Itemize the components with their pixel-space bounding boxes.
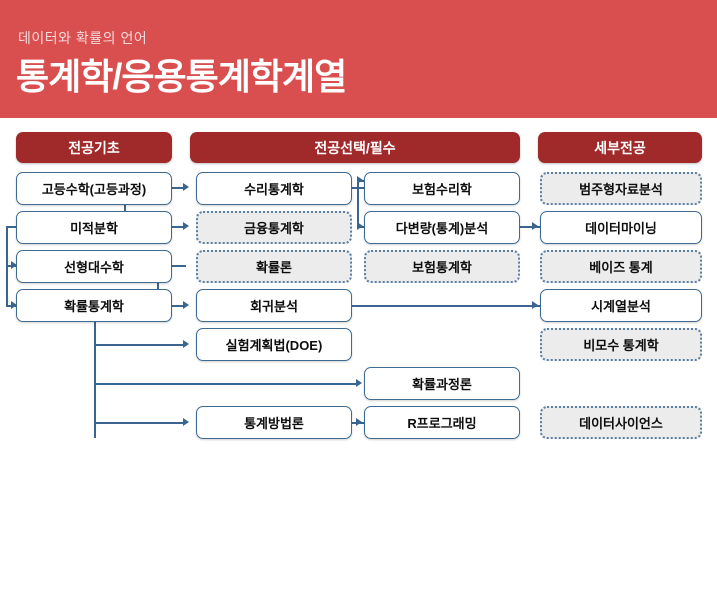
node-design-of-experiments[interactable]: 실험계획법(DOE) xyxy=(196,328,352,361)
connector-trunk-to-doe xyxy=(94,344,186,346)
node-statistical-methodology[interactable]: 통계방법론 xyxy=(196,406,352,439)
connector-mathstat-splitter xyxy=(357,180,359,226)
node-highschool-math[interactable]: 고등수학(고등과정) xyxy=(16,172,172,205)
connector-multivariate-to-datamining xyxy=(520,226,540,228)
connector-spine-top xyxy=(6,226,18,228)
arrowhead-to-actuarial xyxy=(357,176,363,184)
arrowhead-to-rprog xyxy=(356,418,362,426)
node-linear-algebra[interactable]: 선형대수학 xyxy=(16,250,172,283)
node-mathematical-statistics[interactable]: 수리통계학 xyxy=(196,172,352,205)
arrowhead-to-linalg xyxy=(11,261,17,269)
arrowhead-to-doe xyxy=(183,340,189,348)
page-title: 통계학/응용통계학계열 xyxy=(16,56,347,97)
curriculum-diagram: 전공기초 전공선택/필수 세부전공 고등수학(고등과정) 미적분학 xyxy=(0,118,717,600)
page-banner: 데이터와 확률의 언어 통계학/응용통계학계열 xyxy=(0,0,717,118)
column-header-specialization: 세부전공 xyxy=(538,132,702,163)
node-financial-statistics[interactable]: 금융통계학 xyxy=(196,211,352,244)
arrowhead-to-probstat xyxy=(11,301,17,309)
connector-trunk-to-statmethod xyxy=(94,422,186,424)
node-data-mining[interactable]: 데이터마이닝 xyxy=(540,211,702,244)
connector-linalg-riser xyxy=(157,265,159,305)
arrowhead-to-mathstat xyxy=(183,183,189,191)
connector-regression-to-timeseries xyxy=(352,305,540,307)
node-r-programming[interactable]: R프로그래밍 xyxy=(364,406,520,439)
arrowhead-to-timeseries xyxy=(532,301,538,309)
node-stochastic-processes[interactable]: 확률과정론 xyxy=(364,367,520,400)
connector-probstat-trunk xyxy=(94,322,96,438)
banner-subtitle: 데이터와 확률의 언어 xyxy=(18,30,148,46)
node-actuarial-mathematics[interactable]: 보험수리학 xyxy=(364,172,520,205)
connector-linalg-out xyxy=(172,265,186,267)
node-multivariate-analysis[interactable]: 다변량(통계)분석 xyxy=(364,211,520,244)
connector-trunk-to-stochastic xyxy=(94,383,359,385)
node-categorical-data-analysis[interactable]: 범주형자료분석 xyxy=(540,172,702,205)
arrowhead-to-finstat xyxy=(183,222,189,230)
node-data-science[interactable]: 데이터사이언스 xyxy=(540,406,702,439)
node-nonparametric-statistics[interactable]: 비모수 통계학 xyxy=(540,328,702,361)
node-probability-theory[interactable]: 확률론 xyxy=(196,250,352,283)
arrowhead-to-stochastic xyxy=(356,379,362,387)
connector-calculus-riser xyxy=(124,187,126,226)
arrowhead-to-multivariate xyxy=(357,222,363,230)
column-header-major-basics: 전공기초 xyxy=(16,132,172,163)
column-header-major-required: 전공선택/필수 xyxy=(190,132,520,163)
node-calculus[interactable]: 미적분학 xyxy=(16,211,172,244)
node-insurance-statistics[interactable]: 보험통계학 xyxy=(364,250,520,283)
arrowhead-to-datamining xyxy=(532,222,538,230)
arrowhead-to-statmethod xyxy=(183,418,189,426)
arrowhead-to-regression xyxy=(183,301,189,309)
node-time-series-analysis[interactable]: 시계열분석 xyxy=(540,289,702,322)
node-bayesian-statistics[interactable]: 베이즈 통계 xyxy=(540,250,702,283)
node-probability-statistics[interactable]: 확률통계학 xyxy=(16,289,172,322)
node-regression-analysis[interactable]: 회귀분석 xyxy=(196,289,352,322)
